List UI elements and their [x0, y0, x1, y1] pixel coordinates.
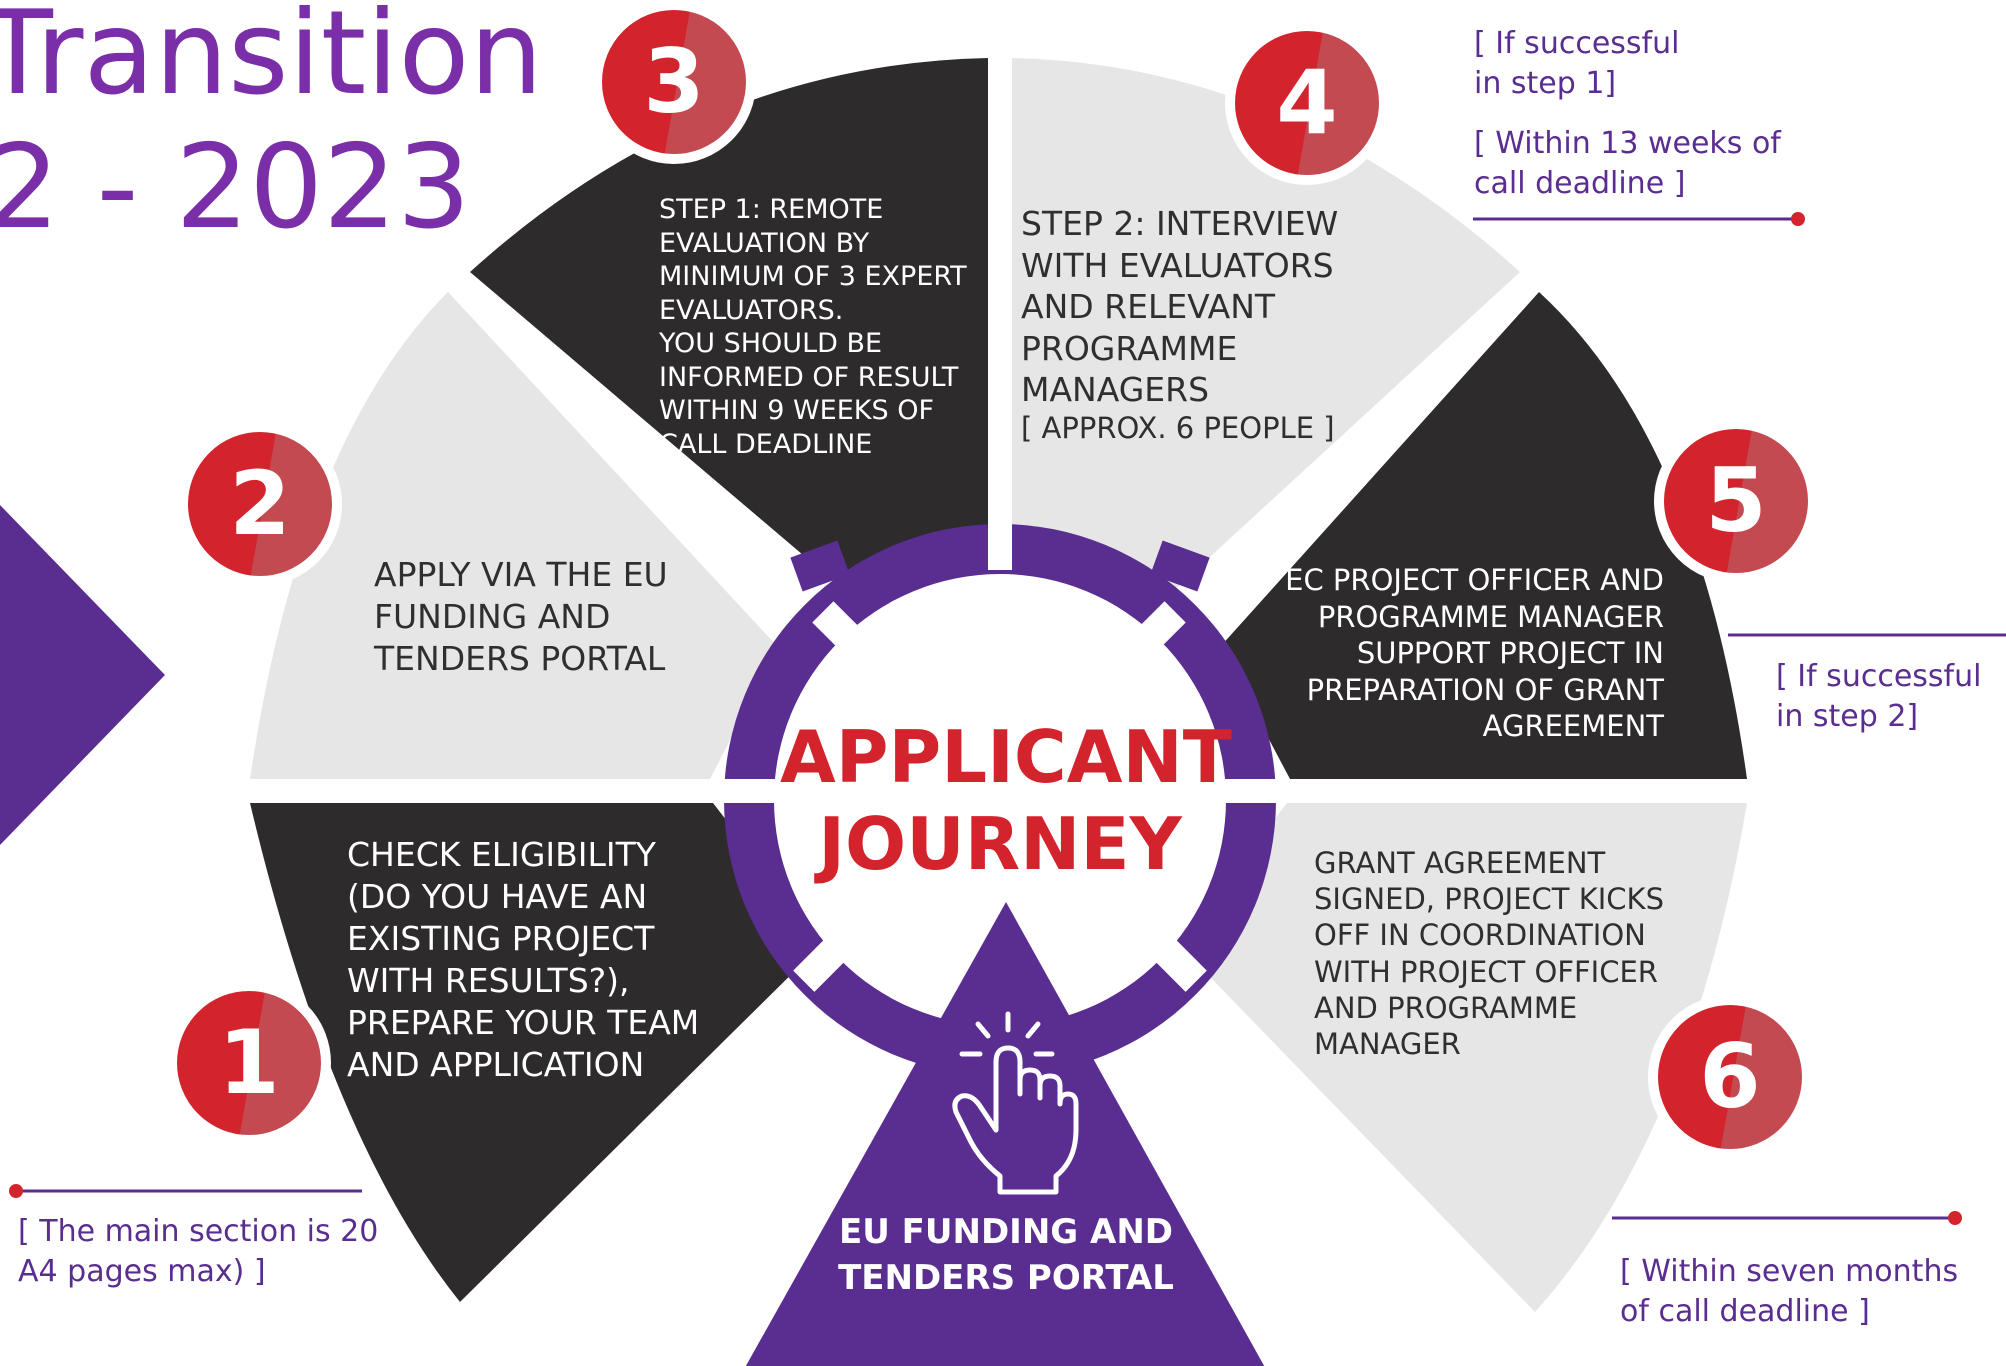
segment-4 [1012, 58, 1520, 589]
step-1-line: AND APPLICATION [347, 1045, 645, 1084]
note-line: in step 1] [1474, 66, 1617, 101]
title-line-2: 2 - 2023 [0, 120, 471, 255]
segment-2 [250, 292, 778, 779]
step-3-badge: 3 [592, 0, 756, 164]
note-step-4-condition: [ If successful in step 1] [1474, 24, 1679, 104]
step-4-text: STEP 2: INTERVIEW WITH EVALUATORS AND RE… [1021, 203, 1338, 445]
step-4-line: WITH EVALUATORS [1021, 245, 1334, 285]
portal-triangle [745, 902, 1265, 1366]
step-3-line: YOU SHOULD BE [659, 328, 883, 359]
step-1-line: (DO YOU HAVE AN [347, 877, 648, 916]
step-1-line: PREPARE YOUR TEAM [347, 1003, 700, 1042]
step-6-text: GRANT AGREEMENT SIGNED, PROJECT KICKS OF… [1314, 845, 1664, 1062]
step-2-text: APPLY VIA THE EU FUNDING AND TENDERS POR… [374, 554, 668, 680]
step-5-text: EC PROJECT OFFICER AND PROGRAMME MANAGER… [1228, 562, 1664, 745]
step-1-line: WITH RESULTS?), [347, 961, 630, 1000]
step-6-line: OFF IN COORDINATION [1314, 918, 1646, 953]
hand-pointer-click-icon [952, 1011, 1079, 1195]
note-line: [ The main section is 20 [18, 1214, 379, 1249]
step-2-badge: 2 [178, 422, 342, 586]
step-6-line: SIGNED, PROJECT KICKS [1314, 882, 1664, 917]
note-dot-6 [1948, 1211, 1962, 1225]
step-6-line: MANAGER [1314, 1027, 1461, 1062]
step-4-line: PROGRAMME [1021, 328, 1238, 368]
segment-1 [250, 803, 822, 1302]
step-4-line: AND RELEVANT [1021, 287, 1276, 326]
step-2-line: APPLY VIA THE EU [374, 555, 668, 594]
title-line-1: Transition [0, 0, 543, 121]
step-4-badge: 4 [1225, 21, 1389, 185]
note-line: A4 pages max) ] [18, 1254, 266, 1289]
segment-3 [470, 58, 988, 589]
note-dot-1 [9, 1184, 23, 1198]
step-3-line: CALL DEADLINE [659, 428, 873, 460]
step-2-line: FUNDING AND [374, 597, 611, 636]
note-line: [ If successful [1474, 26, 1680, 61]
note-line: call deadline ] [1474, 166, 1686, 201]
step-3-line: INFORMED OF RESULT [659, 361, 959, 393]
note-line: [ If successful [1776, 659, 1982, 694]
step-3-line: WITHIN 9 WEEKS OF [659, 395, 934, 426]
segment-6 [1178, 803, 1747, 1312]
step-3-line: EVALUATION BY [659, 227, 870, 259]
center-disc [774, 574, 1226, 1026]
note-step-6: [ Within seven months of call deadline ] [1620, 1252, 1958, 1332]
step-1-line: CHECK ELIGIBILITY [347, 835, 656, 874]
portal-label-line-1: EU FUNDING AND [838, 1212, 1174, 1252]
note-dot-4 [1791, 212, 1805, 226]
step-5-line: PROGRAMME MANAGER [1317, 599, 1664, 634]
step-3-line: EVALUATORS. [659, 294, 844, 326]
note-line: [ Within seven months [1620, 1254, 1959, 1289]
step-4-line: [ APPROX. 6 PEOPLE ] [1021, 410, 1335, 445]
step-6-line: GRANT AGREEMENT [1314, 846, 1606, 880]
step-1-line: EXISTING PROJECT [347, 919, 655, 958]
left-arrow-shape [0, 505, 165, 845]
step-1-badge: 1 [167, 981, 331, 1145]
step-5-line: AGREEMENT [1482, 709, 1664, 743]
step-4-line: MANAGERS [1021, 370, 1210, 409]
note-line: [ Within 13 weeks of [1474, 126, 1781, 161]
step-6-line: WITH PROJECT OFFICER [1314, 954, 1658, 989]
note-step-4-timing: [ Within 13 weeks of call deadline ] [1474, 124, 1781, 204]
note-step-1: [ The main section is 20 A4 pages max) ] [18, 1212, 378, 1292]
step-3-line: STEP 1: REMOTE [659, 194, 884, 225]
note-line: of call deadline ] [1620, 1294, 1870, 1329]
portal-label-line-2: TENDERS PORTAL [838, 1258, 1174, 1298]
step-6-badge: 6 [1648, 995, 1812, 1159]
step-2-line: TENDERS PORTAL [374, 639, 666, 678]
step-1-text: CHECK ELIGIBILITY (DO YOU HAVE AN EXISTI… [347, 834, 699, 1086]
center-title-line-2: JOURNEY [818, 802, 1182, 886]
step-5-badge: 5 [1654, 419, 1818, 583]
center-title-line-1: APPLICANT [780, 715, 1232, 799]
segment-5 [1220, 292, 1747, 779]
step-5-line: EC PROJECT OFFICER AND [1285, 563, 1664, 597]
note-line: in step 2] [1776, 699, 1919, 734]
step-4-line: STEP 2: INTERVIEW [1021, 204, 1339, 243]
step-3-line: MINIMUM OF 3 EXPERT [659, 261, 967, 292]
step-3-text: STEP 1: REMOTE EVALUATION BY MINIMUM OF … [659, 193, 967, 461]
note-step-5: [ If successful in step 2] [1776, 657, 1981, 737]
step-5-line: SUPPORT PROJECT IN [1356, 636, 1664, 670]
step-5-line: PREPARATION OF GRANT [1306, 672, 1664, 707]
step-6-line: AND PROGRAMME [1314, 990, 1578, 1025]
